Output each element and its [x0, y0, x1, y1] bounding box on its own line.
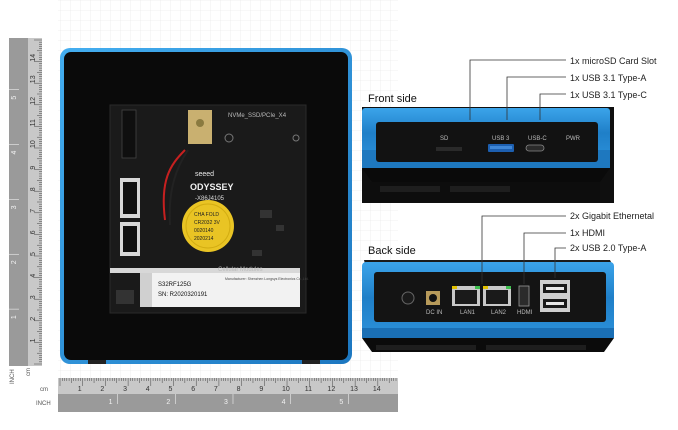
board-brand: seeed — [195, 171, 214, 178]
mainboard: Cellular Modules NVMe_SSD/PCIe_X4 seeed … — [109, 104, 309, 314]
board-model: ODYSSEY — [190, 182, 234, 192]
back-side-title: Back side — [368, 245, 416, 257]
front-port-panel — [376, 122, 598, 162]
vertical-ruler-cm-tick-label: 14 — [30, 54, 37, 62]
back-side-device: DC IN LAN1 LAN2 HDMI — [362, 260, 614, 352]
horizontal-ruler-cm-tick-label: 9 — [259, 386, 263, 393]
horizontal-ruler-cm-tick-label: 2 — [100, 386, 104, 393]
horizontal-ruler-inch-tick-label: 5 — [339, 399, 343, 406]
front-callouts: 1x microSD Card Slot 1x USB 3.1 Type-A 1… — [469, 56, 657, 120]
vertical-ruler-inch-tick-label: 4 — [11, 151, 18, 155]
horizontal-ruler-cm-tick-label: 5 — [169, 386, 173, 393]
front-port-label-sd: SD — [440, 136, 449, 142]
front-side-device: SD USB 3 USB-C PWR — [362, 107, 614, 203]
horizontal-ruler-cm-tick-label: 6 — [191, 386, 195, 393]
top-view-device: Cellular Modules NVMe_SSD/PCIe_X4 seeed … — [60, 48, 352, 364]
battery-line-1: CHA FOLD — [194, 212, 219, 218]
horizontal-ruler-cm-tick-label: 3 — [123, 386, 127, 393]
back-port-label-dcin: DC IN — [426, 310, 442, 316]
back-callouts: 2x Gigabit Ethernetal 1x HDMI 2x USB 2.0… — [481, 211, 654, 284]
callout-microsd: 1x microSD Card Slot — [570, 56, 657, 66]
vertical-ruler-cm-tick-label: 2 — [30, 317, 37, 321]
board-model-sub: -X86J4105 — [195, 196, 225, 202]
vertical-ruler-inch-label: INCH — [10, 369, 16, 384]
vertical-ruler-inch-tick-label: 3 — [11, 205, 18, 209]
horizontal-ruler-cm-tick-label: 1 — [78, 386, 82, 393]
hdmi-port — [518, 285, 530, 307]
horizontal-ruler-cm-tick-label: 13 — [350, 386, 358, 393]
horizontal-ruler-cm-tick-label: 10 — [282, 386, 290, 393]
vertical-ruler-cm-tick-label: 4 — [30, 274, 37, 278]
vertical-ruler-cm-tick-label: 11 — [30, 119, 37, 126]
power-button — [401, 291, 415, 305]
board-top-label: NVMe_SSD/PCIe_X4 — [228, 113, 287, 119]
back-port-label-lan2: LAN2 — [491, 310, 507, 316]
horizontal-ruler-cm-tick-label: 11 — [305, 386, 312, 393]
microsd-slot — [436, 147, 462, 151]
battery-line-4: 2020214 — [194, 236, 214, 242]
callout-usb2: 2x USB 2.0 Type-A — [570, 243, 646, 253]
vertical-ruler-cm-label: cm — [26, 368, 32, 376]
front-port-label-usb3: USB 3 — [492, 136, 510, 142]
board-bottom-label: Cellular Modules — [218, 267, 263, 273]
vertical-ruler-cm-tick-label: 8 — [30, 187, 37, 191]
ssd-sticker — [140, 273, 300, 307]
horizontal-ruler-cm-tick-label: 8 — [237, 386, 241, 393]
front-port-label-usbc: USB-C — [528, 136, 547, 142]
vertical-ruler-inch-tick-label: 2 — [11, 260, 18, 264]
horizontal-ruler-cm-tick-label: 12 — [327, 386, 335, 393]
vertical-ruler-cm-tick-label: 5 — [30, 252, 37, 256]
vertical-ruler-inch-tick-label: 5 — [11, 96, 18, 100]
coin-battery: CHA FOLD CR2032 3V 0020140 2020214 — [182, 200, 234, 252]
vertical-ruler-cm-tick-label: 13 — [30, 75, 37, 83]
battery-line-3: 0020140 — [194, 228, 214, 234]
vertical-ruler-cm-tick-label: 12 — [30, 97, 37, 105]
callout-hdmi: 1x HDMI — [570, 228, 605, 238]
ssd-sn-label: SN: R2020320191 — [158, 292, 208, 298]
horizontal-ruler-inch-label: INCH — [36, 401, 51, 407]
horizontal-ruler-inch-tick-label: 2 — [166, 399, 170, 406]
horizontal-ruler-cm-label: cm — [40, 387, 48, 393]
vertical-ruler-cm-tick-label: 10 — [30, 140, 37, 148]
vertical-ruler-cm-tick-label: 9 — [30, 166, 37, 170]
vertical-ruler-cm-tick-label: 3 — [30, 295, 37, 299]
callout-usb-a: 1x USB 3.1 Type-A — [570, 73, 646, 83]
battery-line-2: CR2032 3V — [194, 220, 221, 226]
horizontal-ruler-cm-tick-label: 7 — [214, 386, 218, 393]
vertical-ruler-cm-tick-label: 7 — [30, 209, 37, 213]
horizontal-ruler-cm-tick-label: 4 — [146, 386, 150, 393]
callout-usb-c: 1x USB 3.1 Type-C — [570, 90, 647, 100]
horizontal-ruler-inch-tick-label: 1 — [109, 399, 113, 406]
back-port-label-lan1: LAN1 — [460, 310, 476, 316]
vertical-ruler-cm-tick-label: 1 — [30, 338, 37, 342]
ssd-label: S32RF125G — [158, 282, 192, 288]
ssd-mfr-label: Manufacturer: Shenzhen Longsys Electroni… — [225, 277, 309, 281]
vertical-ruler-inch-tick-label: 1 — [11, 315, 18, 319]
horizontal-ruler-cm-tick-label: 14 — [373, 386, 381, 393]
horizontal-ruler-inch-tick-label: 3 — [224, 399, 228, 406]
callout-ethernet: 2x Gigabit Ethernetal — [570, 211, 654, 221]
horizontal-ruler-inch-tick-label: 4 — [282, 399, 286, 406]
front-side-title: Front side — [368, 93, 417, 105]
vertical-ruler-cm-tick-label: 6 — [30, 230, 37, 234]
front-port-label-pwr: PWR — [566, 136, 581, 142]
usb-c-port — [525, 144, 545, 152]
back-port-label-hdmi: HDMI — [517, 310, 533, 316]
